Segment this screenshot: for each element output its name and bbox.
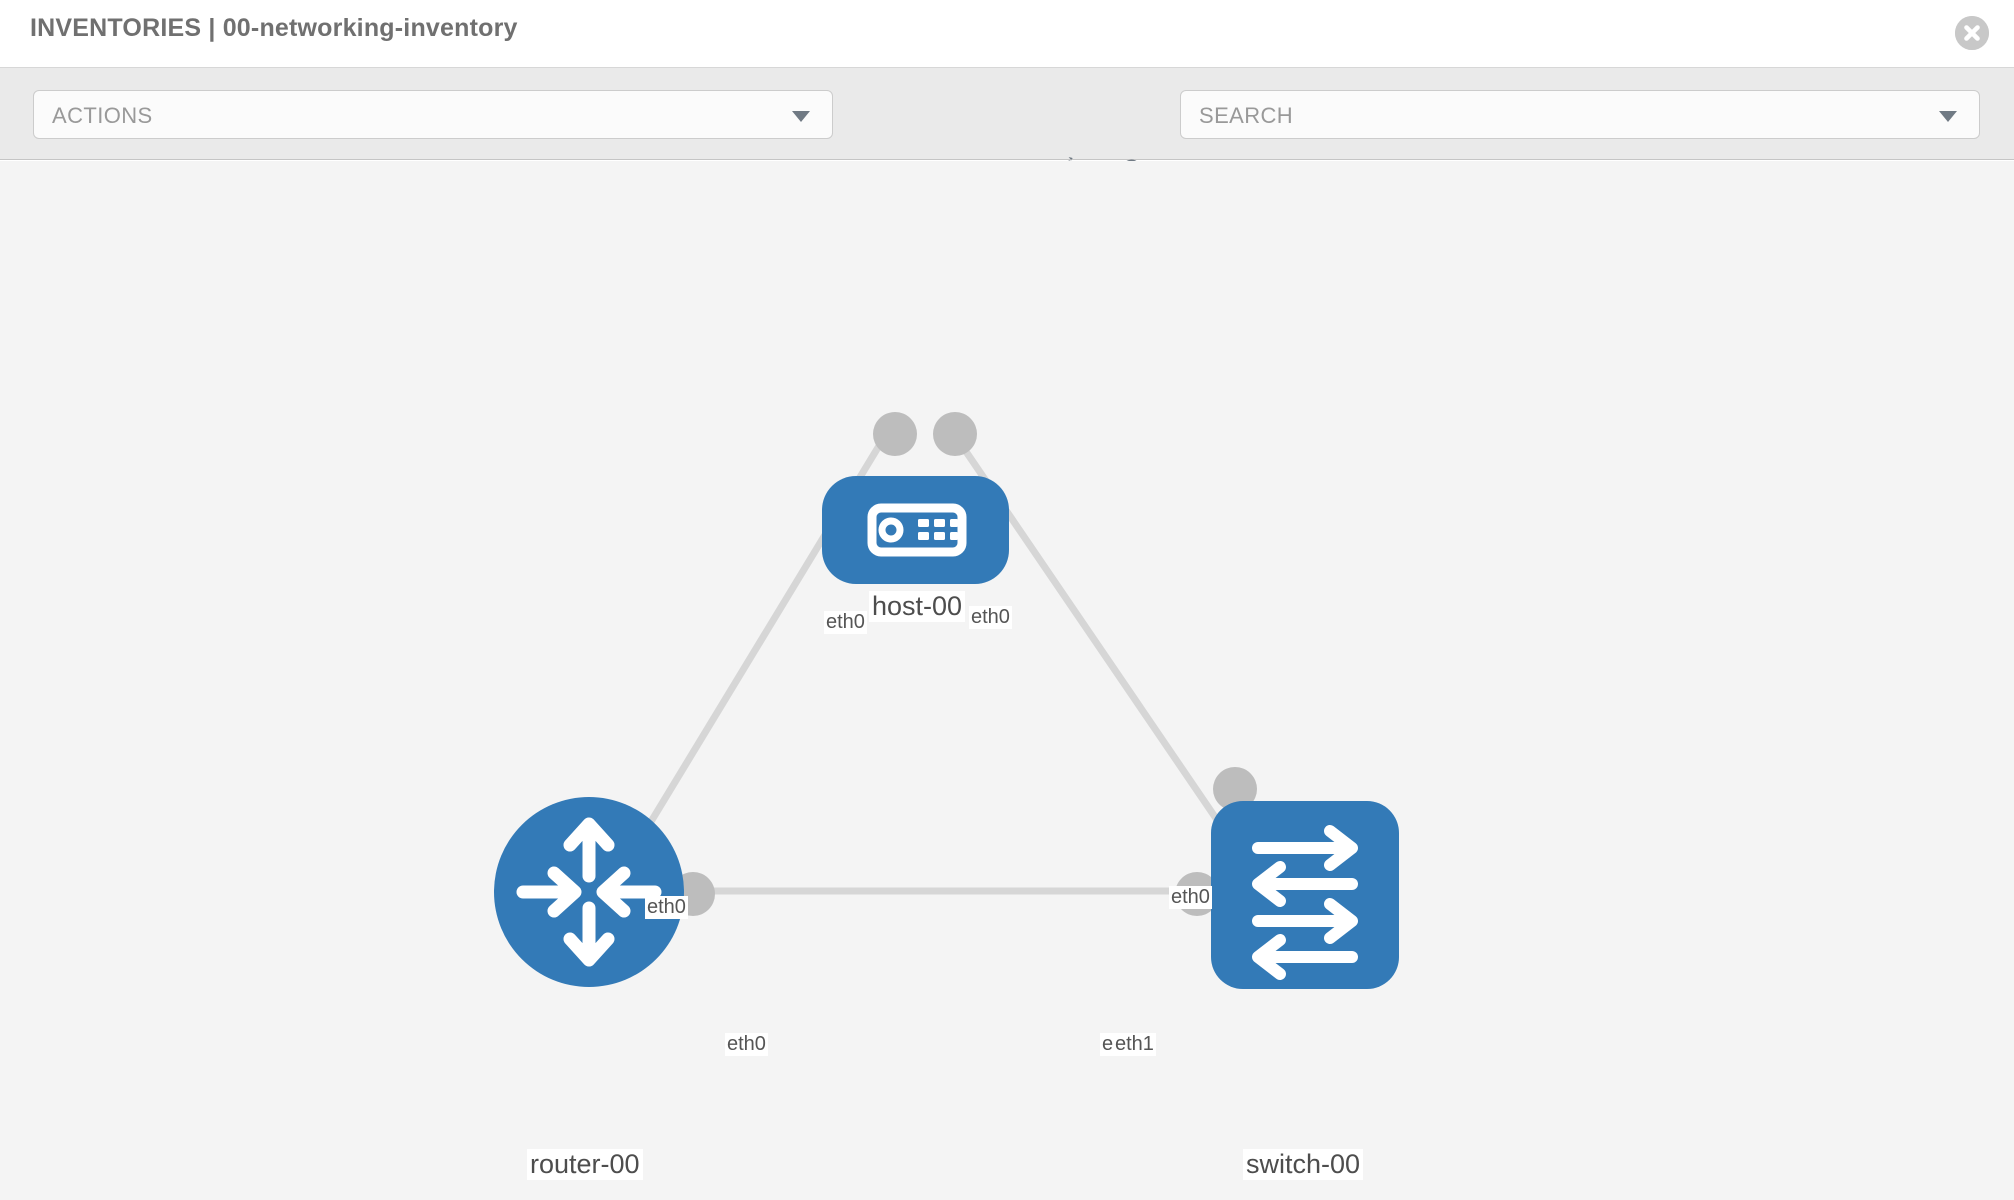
iface-label-router-up: eth0 (645, 896, 688, 919)
node-switch-00 (1211, 801, 1399, 989)
iface-label-switch-up: eth0 (1169, 886, 1212, 909)
node-host-00 (822, 476, 1009, 584)
server-icon (867, 503, 967, 557)
chevron-down-icon (792, 111, 810, 122)
chevron-down-icon (1939, 111, 1957, 122)
topology-graph (494, 412, 1399, 989)
topology-canvas[interactable]: eth0 eth0 eth0 eth0 eth0 eth eth1 host-0… (0, 161, 2014, 1200)
search-placeholder: SEARCH (1199, 103, 1294, 128)
iface-label-router-right: eth0 (725, 1033, 768, 1056)
search-input[interactable]: SEARCH (1180, 90, 1980, 139)
node-router-00 (494, 797, 684, 987)
node-label-host-00[interactable]: host-00 (869, 591, 966, 622)
connector-switch-top (1213, 767, 1257, 811)
actions-dropdown[interactable]: ACTIONS (33, 90, 833, 139)
iface-label-host-left: eth0 (824, 611, 867, 634)
node-label-router-00[interactable]: router-00 (527, 1149, 643, 1180)
node-label-switch-00[interactable]: switch-00 (1243, 1149, 1364, 1180)
iface-label-host-right: eth0 (969, 606, 1012, 629)
connector-host-left (873, 412, 917, 456)
actions-dropdown-label: ACTIONS (52, 103, 153, 128)
close-icon[interactable] (1955, 16, 1989, 50)
switch-arrows-icon (1252, 825, 1358, 980)
page-header: INVENTORIES | 00-networking-inventory (0, 0, 2014, 68)
toolbar: ACTIONS SEARCH (0, 68, 2014, 193)
page-title: INVENTORIES | 00-networking-inventory (30, 14, 518, 42)
iface-label-switch-left: eth1 (1113, 1033, 1156, 1056)
router-arrows-icon (516, 817, 662, 967)
connector-host-right (933, 412, 977, 456)
